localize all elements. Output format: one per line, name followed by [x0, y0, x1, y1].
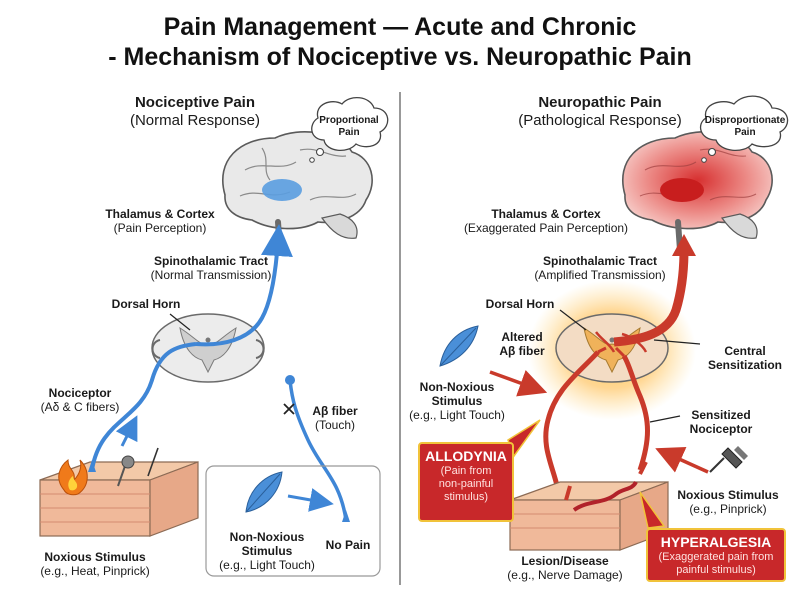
allodynia-callout: ALLODYNIA (Pain from non-painful stimulu…	[418, 442, 514, 522]
noxious-title: Noxious Stimulus	[677, 488, 779, 502]
neuropathic-subtitle: (Pathological Response)	[518, 112, 682, 129]
cloud-text-proportional: Proportional Pain	[318, 115, 380, 139]
sensitized-line-1: Sensitized	[691, 408, 751, 422]
nociceptor-sub: (Aδ & C fibers)	[40, 400, 120, 414]
cloud-line-1: Disproportionate	[704, 115, 786, 126]
thalamus-label-pathological: Thalamus & Cortex (Exaggerated Pain Perc…	[456, 207, 636, 235]
nociceptor-label: Nociceptor (Aδ & C fibers)	[30, 386, 130, 414]
dorsal-horn-title: Dorsal Horn	[485, 297, 555, 311]
tract-sub: (Amplified Transmission)	[534, 268, 666, 282]
tract-title: Spinothalamic Tract	[153, 254, 269, 268]
thalamus-title: Thalamus & Cortex	[105, 207, 215, 221]
inset-title-2: Stimulus	[241, 544, 293, 558]
cloud-text-disproportionate: Disproportionate Pain	[700, 115, 790, 139]
nociceptor-title: Nociceptor	[48, 386, 112, 400]
no-pain-text: No Pain	[325, 538, 371, 552]
allodynia-title: ALLODYNIA	[425, 448, 507, 464]
lesion-sub: (e.g., Nerve Damage)	[507, 568, 623, 582]
pushpin-icon	[709, 446, 748, 473]
nociceptive-title: Nociceptive Pain	[134, 94, 256, 111]
lesion-mark	[572, 480, 638, 512]
lesion-title: Lesion/Disease	[521, 554, 609, 568]
altered-fiber-label: Altered Aβ fiber	[482, 330, 562, 358]
sensitized-nociceptor-fiber	[621, 354, 650, 471]
tract-sub: (Normal Transmission)	[150, 268, 272, 282]
no-pain-label: No Pain	[318, 538, 378, 552]
hyperalgesia-sub-1: (Exaggerated pain from	[658, 551, 774, 563]
hyperalgesia-title: HYPERALGESIA	[660, 534, 772, 550]
neuropathic-title: Neuropathic Pain	[538, 94, 662, 111]
abeta-label-normal: Aβ fiber (Touch)	[300, 404, 370, 432]
inset-box	[205, 465, 381, 577]
page-subtitle: - Mechanism of Nociceptive vs. Neuropath…	[108, 43, 692, 71]
allodynia-sub-3: stimulus)	[443, 491, 488, 503]
dorsal-horn-title: Dorsal Horn	[111, 297, 181, 311]
hyperalgesia-callout: HYPERALGESIA (Exaggerated pain from pain…	[646, 528, 786, 582]
neuropathic-heading: Neuropathic Pain (Pathological Response)	[500, 94, 700, 130]
cloud-proportional	[309, 97, 389, 163]
allodynia-sub-2: non-painful	[438, 478, 494, 490]
inset-sub: (e.g., Light Touch)	[219, 558, 315, 572]
abeta-sub: (Touch)	[314, 418, 355, 432]
abeta-fiber-normal	[288, 379, 348, 521]
skin-block-pathological	[509, 481, 669, 551]
noxious-sub: (e.g., Pinprick)	[689, 502, 767, 516]
nociceptive-subtitle: (Normal Response)	[129, 112, 261, 129]
dorsal-horn-label-pathological: Dorsal Horn	[470, 297, 570, 311]
non-noxious-label-pathological: Non-Noxious Stimulus (e.g., Light Touch)	[402, 380, 512, 422]
tract-title: Spinothalamic Tract	[542, 254, 658, 268]
feather-icon-left	[245, 471, 283, 513]
non-noxious-title-2: Stimulus	[431, 394, 483, 408]
altered-line-1: Altered	[501, 330, 543, 344]
stimulus-sub: (e.g., Heat, Pinprick)	[40, 564, 150, 578]
inset-stimulus-label: Non-Noxious Stimulus (e.g., Light Touch)	[212, 530, 322, 572]
central-sensitization-label: Central Sensitization	[700, 344, 790, 372]
nociceptive-heading: Nociceptive Pain (Normal Response)	[110, 94, 280, 130]
sensitized-nociceptor-label: Sensitized Nociceptor	[676, 408, 766, 436]
stimulus-title: Noxious Stimulus	[44, 550, 146, 564]
feather-icon-right	[439, 325, 479, 367]
allodynia-sub-1: (Pain from	[440, 465, 492, 477]
hyperalgesia-sub-2: painful stimulus)	[676, 564, 756, 576]
brain-normal	[222, 131, 373, 253]
cloud-line-2: Pain	[338, 127, 360, 138]
cloud-disproportionate	[699, 95, 789, 163]
non-noxious-sub: (e.g., Light Touch)	[409, 408, 505, 422]
spinothalamic-tract-normal	[195, 224, 293, 347]
non-noxious-title-1: Non-Noxious	[419, 380, 495, 394]
noxious-stimulus-label-pathological: Noxious Stimulus (e.g., Pinprick)	[670, 488, 786, 516]
thalamus-sub: (Pain Perception)	[113, 221, 207, 235]
altered-abeta-fiber	[543, 350, 600, 501]
thalamus-sub: (Exaggerated Pain Perception)	[463, 221, 629, 235]
page-title: Pain Management — Acute and Chronic	[163, 13, 637, 41]
dorsal-horn-label-normal: Dorsal Horn	[96, 297, 196, 311]
lesion-label: Lesion/Disease (e.g., Nerve Damage)	[500, 554, 630, 582]
cloud-line-2: Pain	[734, 127, 756, 138]
altered-line-2: Aβ fiber	[499, 344, 545, 358]
pin-icon	[117, 465, 126, 487]
cloud-line-1: Proportional	[319, 115, 379, 126]
inset-title-1: Non-Noxious	[229, 530, 305, 544]
tract-label-normal: Spinothalamic Tract (Normal Transmission…	[136, 254, 286, 282]
abeta-title: Aβ fiber	[312, 404, 358, 418]
brain-pathological	[622, 131, 773, 253]
spinothalamic-tract-amplified	[613, 249, 689, 347]
thalamus-title: Thalamus & Cortex	[491, 207, 601, 221]
tract-label-pathological: Spinothalamic Tract (Amplified Transmiss…	[520, 254, 680, 282]
sensitized-line-2: Nociceptor	[689, 422, 753, 436]
central-line-1: Central	[724, 344, 766, 358]
noxious-stimulus-label-normal: Noxious Stimulus (e.g., Heat, Pinprick)	[20, 550, 170, 578]
nociceptor-fiber	[90, 342, 197, 471]
spinal-cord-normal	[151, 313, 265, 383]
central-line-2: Sensitization	[707, 358, 782, 372]
thalamus-label-normal: Thalamus & Cortex (Pain Perception)	[90, 207, 230, 235]
